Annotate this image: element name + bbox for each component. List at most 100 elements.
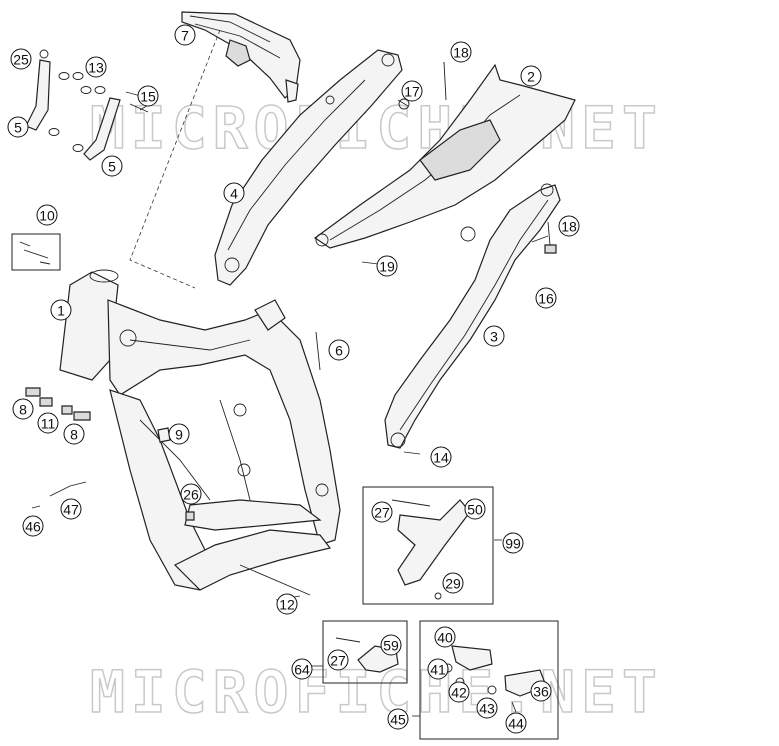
callout-circle	[476, 697, 498, 719]
callout-label: 64	[294, 662, 310, 678]
callout-label: 11	[41, 416, 56, 432]
subframe-rail-part	[214, 49, 403, 286]
watermark-top: MICROFICHE.NET	[90, 94, 663, 162]
group-box-99	[362, 486, 494, 605]
callout-label: 26	[183, 487, 199, 503]
callout-circle	[376, 255, 398, 277]
callout-label: 1	[57, 303, 65, 319]
callout-c25: 25	[10, 48, 32, 70]
callout-circle	[401, 80, 423, 102]
callout-circle	[427, 658, 449, 680]
callout-circle	[505, 712, 527, 734]
callout-circle	[387, 708, 409, 730]
callout-c41: 41	[427, 658, 449, 680]
callout-circle	[520, 65, 542, 87]
callout-circle	[168, 423, 190, 445]
callout-circle	[530, 680, 552, 702]
callout-label: 14	[433, 450, 449, 466]
callout-label: 6	[335, 343, 343, 359]
callout-c46: 46	[22, 515, 44, 537]
callout-circle	[448, 681, 470, 703]
callout-label: 4	[230, 186, 238, 202]
callout-label: 29	[445, 576, 461, 592]
callout-label: 3	[490, 329, 498, 345]
callout-circle	[327, 649, 349, 671]
callout-c18a: 18	[450, 41, 472, 63]
callout-label: 18	[453, 45, 469, 61]
group-box-64	[322, 620, 408, 684]
callout-c99: 99	[502, 532, 524, 554]
callout-c4: 4	[223, 182, 245, 204]
callout-label: 42	[451, 685, 467, 701]
callout-circle	[464, 498, 486, 520]
callout-c64: 64	[291, 658, 313, 680]
callout-circle	[502, 532, 524, 554]
bolt-part	[239, 564, 311, 596]
callout-c5a: 5	[7, 116, 29, 138]
callout-c3: 3	[483, 325, 505, 347]
callout-c27b: 27	[327, 649, 349, 671]
callout-c9: 9	[168, 423, 190, 445]
callout-label: 36	[533, 684, 549, 700]
callout-c5b: 5	[101, 155, 123, 177]
callout-label: 18	[561, 219, 577, 235]
callout-c7: 7	[174, 24, 196, 46]
callout-c59: 59	[380, 634, 402, 656]
small-hardware-part	[25, 331, 321, 521]
callout-circle	[558, 215, 580, 237]
callout-label: 47	[63, 502, 79, 518]
callout-label: 7	[181, 28, 189, 44]
callout-circle	[535, 287, 557, 309]
lock-part	[19, 241, 51, 265]
callout-label: 10	[39, 208, 55, 224]
callout-label: 19	[379, 259, 395, 275]
callout-label: 12	[279, 597, 295, 613]
callout-c43: 43	[476, 697, 498, 719]
callout-c18b: 18	[558, 215, 580, 237]
callout-circle	[12, 398, 34, 420]
callout-c2: 2	[520, 65, 542, 87]
callout-c12: 12	[276, 593, 298, 615]
number-plate-part	[181, 11, 301, 103]
callout-c26: 26	[180, 483, 202, 505]
callout-c1: 1	[50, 299, 72, 321]
callout-circle	[36, 204, 58, 226]
callout-label: 8	[70, 427, 78, 443]
callout-circle	[371, 501, 393, 523]
callout-c16: 16	[535, 287, 557, 309]
callout-label: 45	[390, 712, 406, 728]
rear-subframe-part	[313, 61, 576, 249]
callout-label: 17	[404, 84, 420, 100]
main-frame-part	[59, 269, 341, 591]
callout-c8b: 8	[63, 423, 85, 445]
callout-c19: 19	[376, 255, 398, 277]
callout-label: 41	[430, 662, 446, 678]
callout-c10: 10	[36, 204, 58, 226]
group-box-10	[11, 233, 61, 271]
subframe-lower-part	[384, 183, 561, 449]
callout-circle	[483, 325, 505, 347]
callout-label: 27	[330, 653, 346, 669]
washers-part	[48, 72, 149, 152]
callout-label: 59	[383, 638, 399, 654]
callout-label: 15	[140, 89, 156, 105]
callout-circle	[85, 56, 107, 78]
callout-c15: 15	[137, 85, 159, 107]
callout-c17: 17	[401, 80, 423, 102]
callout-circle	[180, 483, 202, 505]
callout-c45: 45	[387, 708, 409, 730]
callout-circle	[37, 412, 59, 434]
callout-label: 43	[479, 701, 495, 717]
callout-label: 2	[527, 69, 535, 85]
callout-label: 99	[505, 536, 521, 552]
callout-label: 16	[538, 291, 554, 307]
callout-label: 5	[14, 120, 22, 136]
bracket-right-part	[83, 97, 121, 161]
callout-c11: 11	[37, 412, 59, 434]
callout-c40: 40	[434, 626, 456, 648]
callout-circle	[174, 24, 196, 46]
side-stand-part	[391, 499, 471, 600]
callout-circle	[434, 626, 456, 648]
callout-c36: 36	[530, 680, 552, 702]
